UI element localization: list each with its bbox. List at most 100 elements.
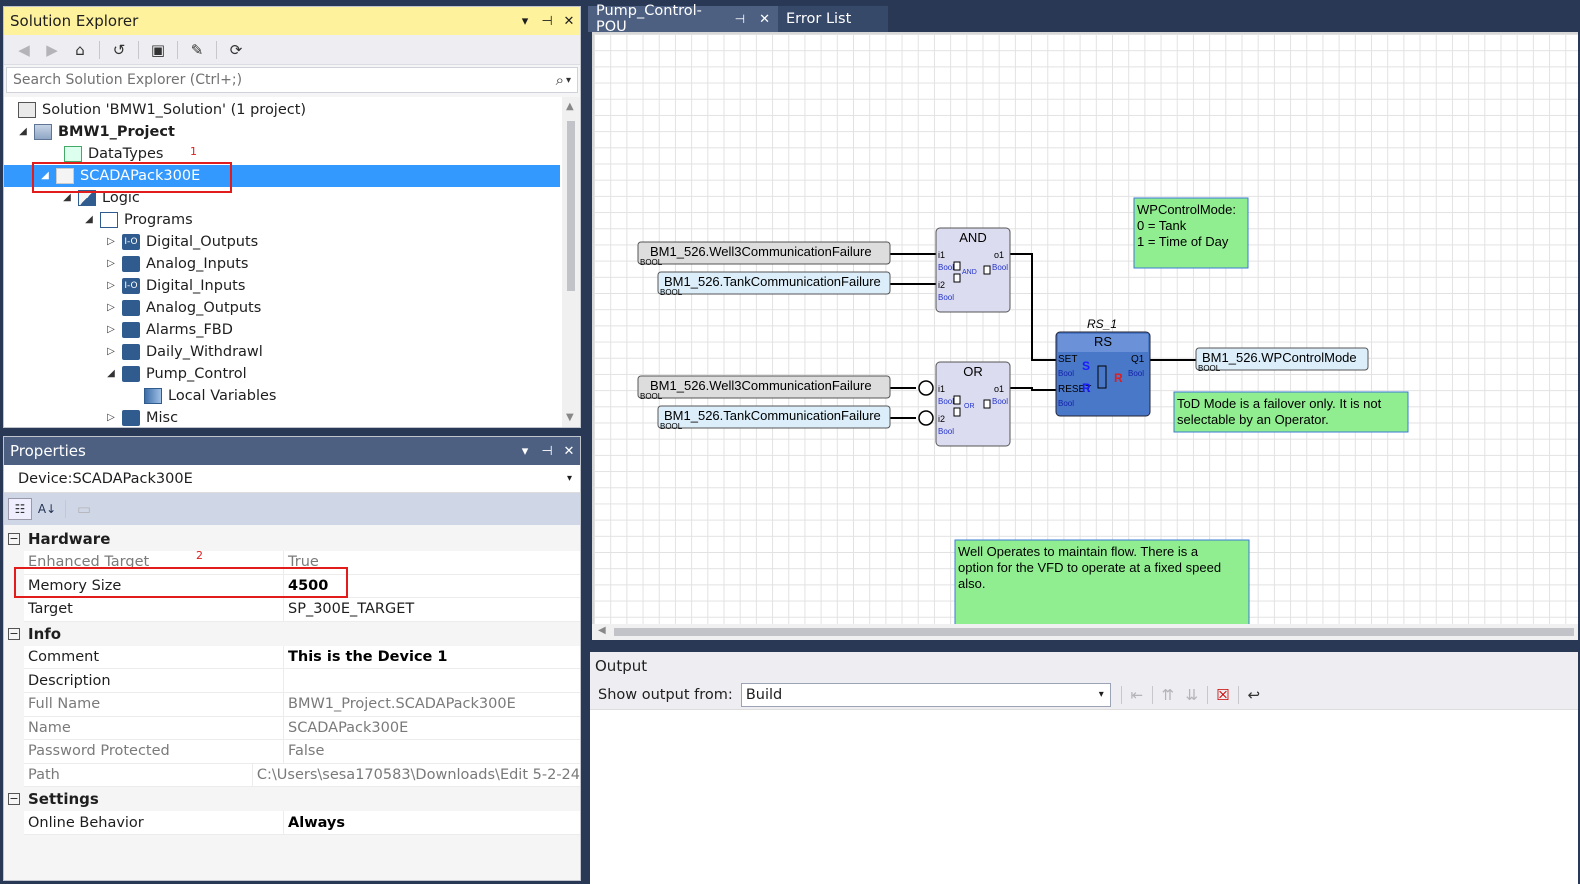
output-source-select[interactable]: Build ▾ (740, 682, 1111, 707)
clear-all-icon[interactable]: ☒ (1216, 685, 1230, 704)
collapse-icon[interactable]: ◢ (41, 170, 49, 181)
property-value[interactable]: 4500 (288, 577, 329, 594)
collapse-icon[interactable]: ◢ (63, 192, 71, 203)
expand-icon[interactable]: ▷ (107, 412, 115, 423)
fbd-comment-well[interactable]: Well Operates to maintain flow. There is… (954, 539, 1250, 631)
dropdown-icon[interactable]: ▾ (521, 13, 529, 29)
close-icon[interactable]: ✕ (563, 443, 575, 459)
next-message-icon[interactable]: ⇊ (1185, 685, 1199, 704)
close-icon[interactable]: ✕ (563, 13, 575, 29)
property-pages-icon[interactable]: ▭ (76, 500, 92, 518)
expand-icon[interactable]: ▷ (107, 280, 115, 291)
fbd-comment-tod[interactable]: ToD Mode is a failover only. It is not s… (1173, 391, 1409, 433)
scroll-left-icon[interactable]: ◀ (598, 625, 606, 636)
property-value[interactable]: This is the Device 1 (288, 649, 448, 666)
fbd-var-v2[interactable]: BM1_526.TankCommunicationFailure BOOL (657, 271, 891, 297)
word-wrap-icon[interactable]: ↩ (1247, 685, 1261, 704)
fbd-or-block[interactable]: OR i1 i2 o1 Bool Bool Bool OR (935, 361, 1011, 447)
tree-item-device[interactable]: ◢ SCADAPack300E (4, 165, 560, 187)
tree-item-program[interactable]: ▷ Misc (104, 407, 178, 429)
fbd-var-v1[interactable]: BM1_526.Well3CommunicationFailure BOOL (637, 241, 891, 267)
tree-item-program[interactable]: ▷ I-O Digital_Outputs (104, 231, 258, 253)
property-row[interactable]: Description (24, 669, 580, 693)
collapse-all-icon[interactable]: ▣ (150, 40, 166, 59)
tab-error-list[interactable]: Error List (778, 6, 888, 32)
search-icon[interactable]: ⌕ (555, 71, 564, 89)
search-dropdown-icon[interactable]: ▾ (565, 74, 571, 86)
tree-item-program[interactable]: ▷ Daily_Withdrawl (104, 341, 263, 363)
property-row[interactable]: Path C:\Users\sesa170583\Downloads\Edit … (24, 763, 580, 788)
categorized-icon[interactable]: ☷ (8, 498, 32, 520)
forward-icon[interactable]: ▶ (46, 40, 58, 59)
expand-icon[interactable]: ▷ (107, 324, 115, 335)
tree-item-solution[interactable]: Solution 'BMW1_Solution' (1 project) (14, 99, 306, 121)
collapse-icon[interactable]: − (8, 532, 20, 545)
back-icon[interactable]: ◀ (18, 40, 30, 59)
property-value[interactable]: SP_300E_TARGET (288, 601, 415, 618)
fbd-and-block[interactable]: AND i1 i2 o1 Bool Bool Bool AND (935, 227, 1011, 313)
category-hardware[interactable]: − Hardware (4, 527, 580, 551)
category-settings[interactable]: − Settings (4, 787, 580, 812)
tree-item-logic[interactable]: ◢ Logic (60, 187, 140, 209)
tab-pump-control-pou[interactable]: Pump_Control-POU ⊣ ✕ (588, 3, 778, 35)
canvas-horizontal-scrollbar[interactable]: ◀ (592, 624, 1578, 640)
tree-item-program[interactable]: ▷ Analog_Outputs (104, 297, 261, 319)
tree-item-program[interactable]: ▷ Alarms_FBD (104, 319, 233, 341)
history-icon[interactable]: ↺ (112, 40, 126, 59)
find-message-icon[interactable]: ⇤ (1130, 685, 1144, 704)
pin-symbol: R (1082, 381, 1091, 395)
previous-message-icon[interactable]: ⇈ (1161, 685, 1175, 704)
property-row[interactable]: Online Behavior Always (24, 811, 580, 835)
fbd-var-output[interactable]: BM1_526.WPControlMode BOOL (1195, 347, 1369, 373)
fbd-rs-block[interactable]: RS_1 RS SET RESET Q1 Bool Bool Bool S R … (1055, 317, 1151, 417)
fbd-var-v3[interactable]: BM1_526.Well3CommunicationFailure BOOL (637, 375, 891, 401)
property-value[interactable]: Always (288, 814, 346, 831)
property-row[interactable]: Name SCADAPack300E (24, 716, 580, 741)
property-row[interactable]: Password Protected False (24, 740, 580, 764)
tree-item-datatypes[interactable]: DataTypes (60, 143, 163, 165)
collapse-icon[interactable]: − (8, 626, 20, 640)
expand-icon[interactable]: ▷ (107, 236, 115, 247)
tree-item-project[interactable]: ◢ BMW1_Project (16, 121, 175, 143)
chevron-down-icon[interactable]: ▾ (566, 473, 572, 484)
editor-tab-strip: Pump_Control-POU ⊣ ✕ Error List (588, 3, 1578, 35)
scrollbar-thumb[interactable] (567, 121, 575, 291)
fbd-comment-mode[interactable]: WPControlMode: 0 = Tank 1 = Time of Day (1133, 197, 1249, 269)
pin-icon[interactable]: ⊣ (541, 443, 553, 459)
refresh-icon[interactable]: ⟳ (229, 40, 243, 59)
scroll-up-icon[interactable]: ▲ (566, 101, 574, 112)
chevron-down-icon[interactable]: ▾ (1098, 689, 1104, 700)
collapse-icon[interactable]: − (8, 792, 20, 806)
collapse-icon[interactable]: ◢ (85, 214, 93, 225)
properties-object-selector[interactable]: Device:SCADAPack300E ▾ (4, 465, 580, 493)
collapse-icon[interactable]: ◢ (107, 368, 115, 379)
close-icon[interactable]: ✕ (759, 11, 770, 27)
tree-scrollbar[interactable]: ▲ ▼ (562, 97, 580, 427)
fbd-var-v4[interactable]: BM1_526.TankCommunicationFailure BOOL (657, 405, 891, 431)
tree-item-label: Alarms_FBD (146, 322, 233, 338)
tree-item-program[interactable]: ▷ I-O Digital_Inputs (104, 275, 245, 297)
property-row[interactable]: Full Name BMW1_Project.SCADAPack300E (24, 692, 580, 717)
toolbar-separator (1120, 685, 1122, 704)
alphabetical-sort-icon[interactable]: A↓ (37, 502, 57, 516)
dropdown-icon[interactable]: ▾ (521, 443, 529, 459)
pin-icon[interactable]: ⊣ (734, 12, 746, 26)
property-row[interactable]: Comment This is the Device 1 (24, 645, 580, 670)
expand-icon[interactable]: ▷ (107, 346, 115, 357)
collapse-icon[interactable]: ◢ (19, 126, 27, 137)
fbd-editor-canvas[interactable]: BM1_526.Well3CommunicationFailure BOOL B… (592, 32, 1578, 631)
tree-item-local-variables[interactable]: Local Variables (140, 385, 276, 407)
home-icon[interactable]: ⌂ (75, 40, 85, 59)
expand-icon[interactable]: ▷ (107, 258, 115, 269)
tree-item-programs[interactable]: ◢ Programs (82, 209, 193, 231)
pin-icon[interactable]: ⊣ (541, 13, 553, 29)
category-info[interactable]: − Info (4, 621, 580, 646)
solution-search-input[interactable]: Search Solution Explorer (Ctrl+;) ⌕ ▾ (6, 67, 578, 93)
tree-item-program[interactable]: ▷ Analog_Inputs (104, 253, 248, 275)
tree-item-program[interactable]: ◢ Pump_Control (104, 363, 247, 385)
scrollbar-thumb[interactable] (614, 628, 1574, 636)
properties-wrench-icon[interactable]: ✎ (190, 40, 204, 59)
property-row[interactable]: Target SP_300E_TARGET (24, 598, 580, 622)
expand-icon[interactable]: ▷ (107, 302, 115, 313)
scroll-down-icon[interactable]: ▼ (566, 412, 574, 423)
